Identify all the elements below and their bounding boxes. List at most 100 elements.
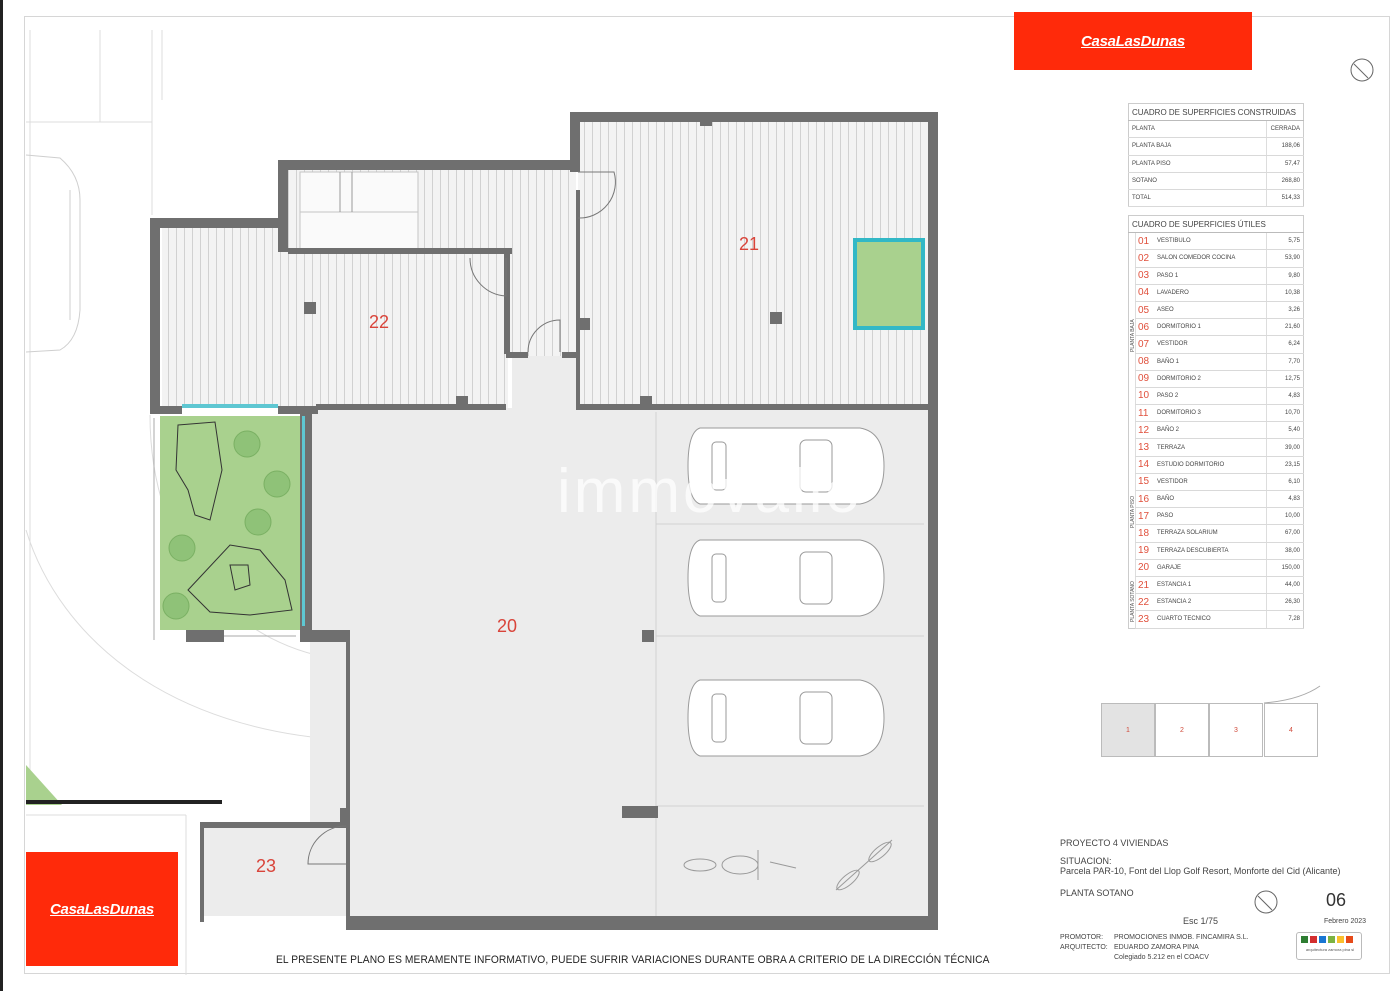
brand-logo-bottom: CasaLasDunas <box>26 852 178 966</box>
room-number-20: 20 <box>497 616 517 636</box>
room-area: 10,38 <box>1266 284 1304 302</box>
glazing-room-23 <box>302 416 305 626</box>
room-area: 23,15 <box>1266 456 1304 474</box>
room-23-floor <box>202 826 346 916</box>
table-side-cell <box>1129 353 1136 370</box>
room-code: 06 <box>1135 318 1154 337</box>
door-swings <box>307 171 616 865</box>
studio-logo-squares <box>1301 936 1353 943</box>
room-area: 10,00 <box>1266 507 1304 526</box>
room-code: 15 <box>1135 473 1154 492</box>
glazing-garden <box>182 404 278 408</box>
room-area: 7,28 <box>1266 610 1304 629</box>
room-code: 16 <box>1135 490 1154 509</box>
promoter-name: PROMOCIONES INMOB. FINCAMIRA S.L. <box>1114 934 1249 941</box>
room-number-21: 21 <box>739 234 759 254</box>
tree-icon <box>168 534 196 562</box>
room-area: 6,24 <box>1266 335 1304 354</box>
room-area: 39,00 <box>1266 438 1304 457</box>
room-code: 18 <box>1135 524 1154 543</box>
room-area: 38,00 <box>1266 542 1304 560</box>
key-plan-cell-2: 2 <box>1155 703 1209 757</box>
room-code: 01 <box>1135 232 1154 251</box>
room-code: 09 <box>1135 370 1154 388</box>
table-cell: 188,06 <box>1266 137 1304 156</box>
room-area: 44,00 <box>1266 576 1304 595</box>
tree-icon <box>263 470 291 498</box>
plan-name: PLANTA SOTANO <box>1060 888 1134 898</box>
table-cell: CERRADA <box>1266 120 1304 139</box>
table-row: PLANTA CERRADA <box>1128 120 1304 139</box>
studio-logo: arquitectura zamora pina sl <box>1296 932 1362 960</box>
room-name: TERRAZA SOLARIUM <box>1154 524 1267 543</box>
table-cell: TOTAL <box>1128 189 1267 208</box>
walls <box>150 112 938 930</box>
room-code: 23 <box>1135 610 1154 629</box>
tree-icon <box>233 430 261 458</box>
room-code: 08 <box>1135 353 1154 371</box>
room-code: 17 <box>1135 507 1154 526</box>
sheet-border <box>24 16 1390 974</box>
key-plan-cell-1: 1 <box>1101 703 1155 757</box>
table-side-cell <box>1129 405 1136 422</box>
room-area: 10,70 <box>1266 404 1304 423</box>
room-code: 03 <box>1135 267 1154 285</box>
table-row: TOTAL 514,33 <box>1128 189 1304 208</box>
project-title: PROYECTO 4 VIVIENDAS <box>1060 838 1169 848</box>
room-name: CUARTO TECNICO <box>1154 610 1267 629</box>
patio-light-well <box>853 238 925 330</box>
group-label-planta-piso: PLANTA PISO <box>1130 495 1136 528</box>
disclaimer: EL PRESENTE PLANO ES MERAMENTE INFORMATI… <box>276 954 990 966</box>
promoter-label: PROMOTOR: <box>1060 934 1104 941</box>
table-side-cell <box>1129 284 1136 301</box>
table-side-cell <box>1129 422 1136 439</box>
table-side-cell <box>1129 233 1136 250</box>
room-code: 05 <box>1135 301 1154 320</box>
room-name: DORMITORIO 1 <box>1154 318 1267 337</box>
table-cell: PLANTA BAJA <box>1128 137 1267 156</box>
room-code: 20 <box>1135 559 1154 577</box>
room-name: TERRAZA <box>1154 438 1267 457</box>
sheet-left-edge <box>0 0 3 991</box>
room-area: 6,10 <box>1266 473 1304 492</box>
room-area: 3,26 <box>1266 301 1304 320</box>
room-code: 14 <box>1135 456 1154 474</box>
room-area: 7,70 <box>1266 353 1304 371</box>
room-area: 12,75 <box>1266 370 1304 388</box>
car-icon <box>687 679 885 757</box>
room-area: 21,60 <box>1266 318 1304 337</box>
room-name: ASEO <box>1154 301 1267 320</box>
room-code: 04 <box>1135 284 1154 302</box>
brand-logo-text: CasaLasDunas <box>1081 32 1185 50</box>
room-area: 67,00 <box>1266 524 1304 543</box>
site-lines <box>25 30 347 975</box>
table-side-cell <box>1129 267 1136 284</box>
room-name: GARAJE <box>1154 559 1267 577</box>
car-icon <box>687 539 885 617</box>
north-arrow-icon-small <box>1254 890 1278 914</box>
room-area: 5,75 <box>1266 232 1304 251</box>
parking-bays <box>655 412 924 916</box>
room-number-23: 23 <box>256 856 276 876</box>
table-cell: PLANTA PISO <box>1128 155 1267 173</box>
north-arrow-icon <box>1350 58 1374 82</box>
room-name: ESTANCIA 1 <box>1154 576 1267 595</box>
room-name: VESTIDOR <box>1154 335 1267 354</box>
room-area: 53,90 <box>1266 249 1304 268</box>
architect-college: Colegiado 5.212 en el COACV <box>1114 954 1209 961</box>
